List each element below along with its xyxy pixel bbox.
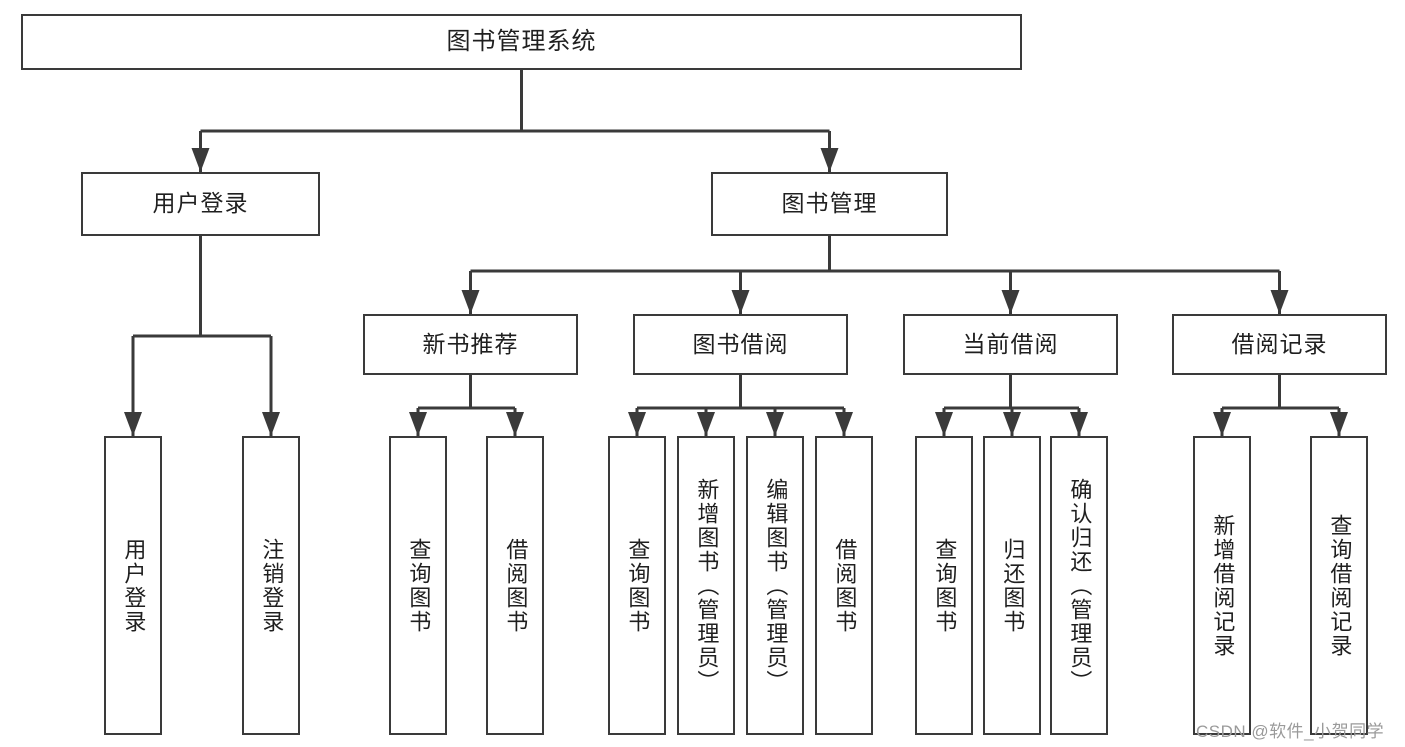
node-label: 用户登录	[121, 537, 147, 634]
node-label: 图书管理系统	[446, 27, 597, 55]
node-borrow[interactable]: 图书借阅	[633, 314, 848, 375]
node-label: 注销登录	[259, 537, 285, 634]
node-l-bor2[interactable]: 新增图书（管理员）	[677, 436, 735, 735]
node-label: 新书推荐	[422, 330, 519, 357]
node-label: 借阅图书	[832, 537, 858, 634]
node-label: 借阅记录	[1231, 330, 1328, 357]
arrowhead-icon	[461, 290, 480, 314]
node-label: 确认归还（管理员）	[1067, 477, 1093, 694]
watermark-text: CSDN @软件_小贺同学	[1196, 722, 1385, 741]
node-current[interactable]: 当前借阅	[903, 314, 1118, 375]
arrowhead-icon	[191, 148, 210, 172]
arrowhead-icon	[506, 412, 524, 436]
node-l-new1[interactable]: 查询图书	[389, 436, 447, 735]
node-label: 借阅图书	[503, 537, 529, 634]
arrowhead-icon	[409, 412, 427, 436]
arrowhead-icon	[1070, 412, 1088, 436]
node-bookmgmt[interactable]: 图书管理	[711, 172, 948, 236]
arrowhead-icon	[1213, 412, 1231, 436]
node-label: 归还图书	[1000, 537, 1026, 634]
node-l-rec2[interactable]: 查询借阅记录	[1310, 436, 1368, 735]
arrowhead-icon	[628, 412, 646, 436]
node-label: 新增图书（管理员）	[694, 477, 720, 694]
node-l-login1[interactable]: 用户登录	[104, 436, 162, 735]
node-l-new2[interactable]: 借阅图书	[486, 436, 544, 735]
node-label: 图书借阅	[692, 330, 789, 357]
arrowhead-icon	[124, 412, 142, 436]
node-l-rec1[interactable]: 新增借阅记录	[1193, 436, 1251, 735]
node-login[interactable]: 用户登录	[81, 172, 320, 236]
arrowhead-icon	[262, 412, 280, 436]
arrowhead-icon	[1330, 412, 1348, 436]
node-l-cur3[interactable]: 确认归还（管理员）	[1050, 436, 1108, 735]
node-label: 查询图书	[625, 537, 651, 634]
arrowhead-icon	[1003, 412, 1021, 436]
arrowhead-icon	[1001, 290, 1020, 314]
arrowhead-icon	[731, 290, 750, 314]
node-label: 查询图书	[932, 537, 958, 634]
node-root[interactable]: 图书管理系统	[21, 14, 1022, 70]
arrowhead-icon	[820, 148, 839, 172]
arrowhead-icon	[766, 412, 784, 436]
arrowhead-icon	[1270, 290, 1289, 314]
node-label: 新增借阅记录	[1210, 513, 1236, 658]
node-l-cur1[interactable]: 查询图书	[915, 436, 973, 735]
arrowhead-icon	[697, 412, 715, 436]
arrowhead-icon	[835, 412, 853, 436]
node-label: 编辑图书（管理员）	[763, 477, 789, 694]
node-records[interactable]: 借阅记录	[1172, 314, 1387, 375]
arrowhead-icon	[935, 412, 953, 436]
node-label: 查询借阅记录	[1327, 513, 1353, 658]
node-l-cur2[interactable]: 归还图书	[983, 436, 1041, 735]
node-newrec[interactable]: 新书推荐	[363, 314, 578, 375]
node-l-bor4[interactable]: 借阅图书	[815, 436, 873, 735]
node-label: 当前借阅	[962, 330, 1059, 357]
node-l-login2[interactable]: 注销登录	[242, 436, 300, 735]
node-label: 图书管理	[781, 190, 878, 217]
node-l-bor1[interactable]: 查询图书	[608, 436, 666, 735]
node-label: 查询图书	[406, 537, 432, 634]
node-label: 用户登录	[152, 190, 249, 217]
node-l-bor3[interactable]: 编辑图书（管理员）	[746, 436, 804, 735]
